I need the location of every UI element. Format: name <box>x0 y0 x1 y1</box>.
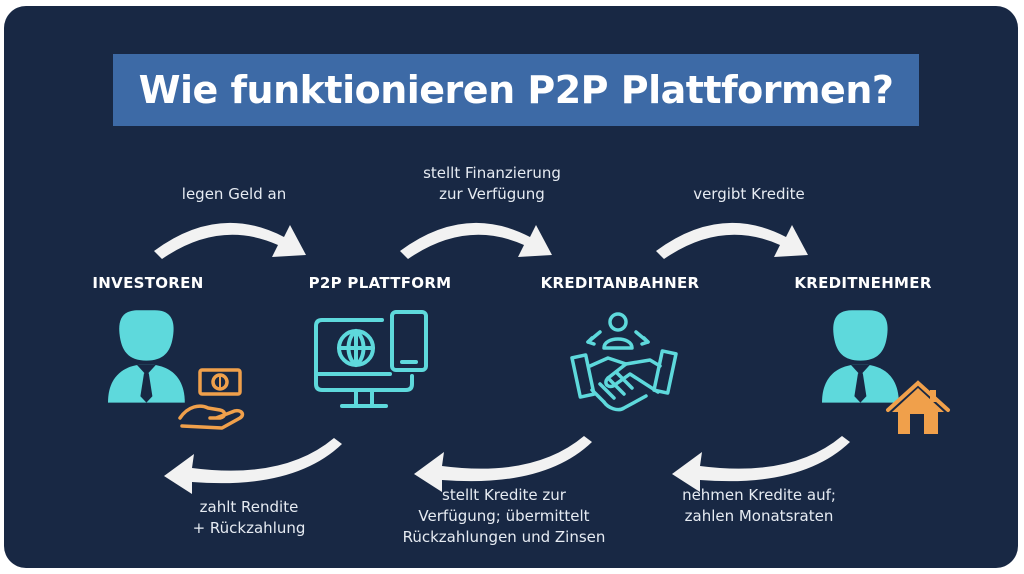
actor-label-investoren: INVESTOREN <box>92 274 204 292</box>
borrower-person-icon <box>822 310 899 403</box>
actor-label-p2p-plattform: P2P PLATTFORM <box>308 274 452 292</box>
flow-label-nehmen-kredite: nehmen Kredite auf; zahlen Monatsraten <box>682 486 836 525</box>
computer-tablet-icon <box>314 310 428 408</box>
house-icon <box>886 380 950 434</box>
flow-label-legen-geld-an: legen Geld an <box>181 185 287 203</box>
title-banner: Wie funktionieren P2P Plattformen? <box>113 54 919 126</box>
curved-arrow-icon <box>154 222 306 259</box>
investor-person-icon <box>108 310 185 403</box>
actor-label-kreditnehmer: KREDITNEHMER <box>794 274 932 292</box>
curved-arrow-icon <box>414 436 592 492</box>
flow-label-vergibt-kredite: vergibt Kredite <box>693 185 805 203</box>
flow-label-zahlt-rendite: zahlt Rendite + Rückzahlung <box>192 498 306 537</box>
curved-arrow-icon <box>400 222 552 259</box>
curved-arrow-icon <box>164 438 342 494</box>
flow-label-stellt-kredite: stellt Kredite zur Verfügung; übermittel… <box>402 486 606 546</box>
diagram-canvas: Wie funktionieren P2P Plattformen? legen… <box>4 6 1018 568</box>
curved-arrow-icon <box>672 436 850 492</box>
flow-label-stellt-finanzierung: stellt Finanzierung zur Verfügung <box>423 164 561 203</box>
page-title: Wie funktionieren P2P Plattformen? <box>138 68 894 112</box>
money-hand-icon <box>178 368 245 430</box>
curved-arrow-icon <box>656 222 808 259</box>
icons-and-arrows <box>108 222 950 494</box>
actor-label-kreditanbahner: KREDITANBAHNER <box>540 274 700 292</box>
handshake-network-icon <box>570 312 678 412</box>
